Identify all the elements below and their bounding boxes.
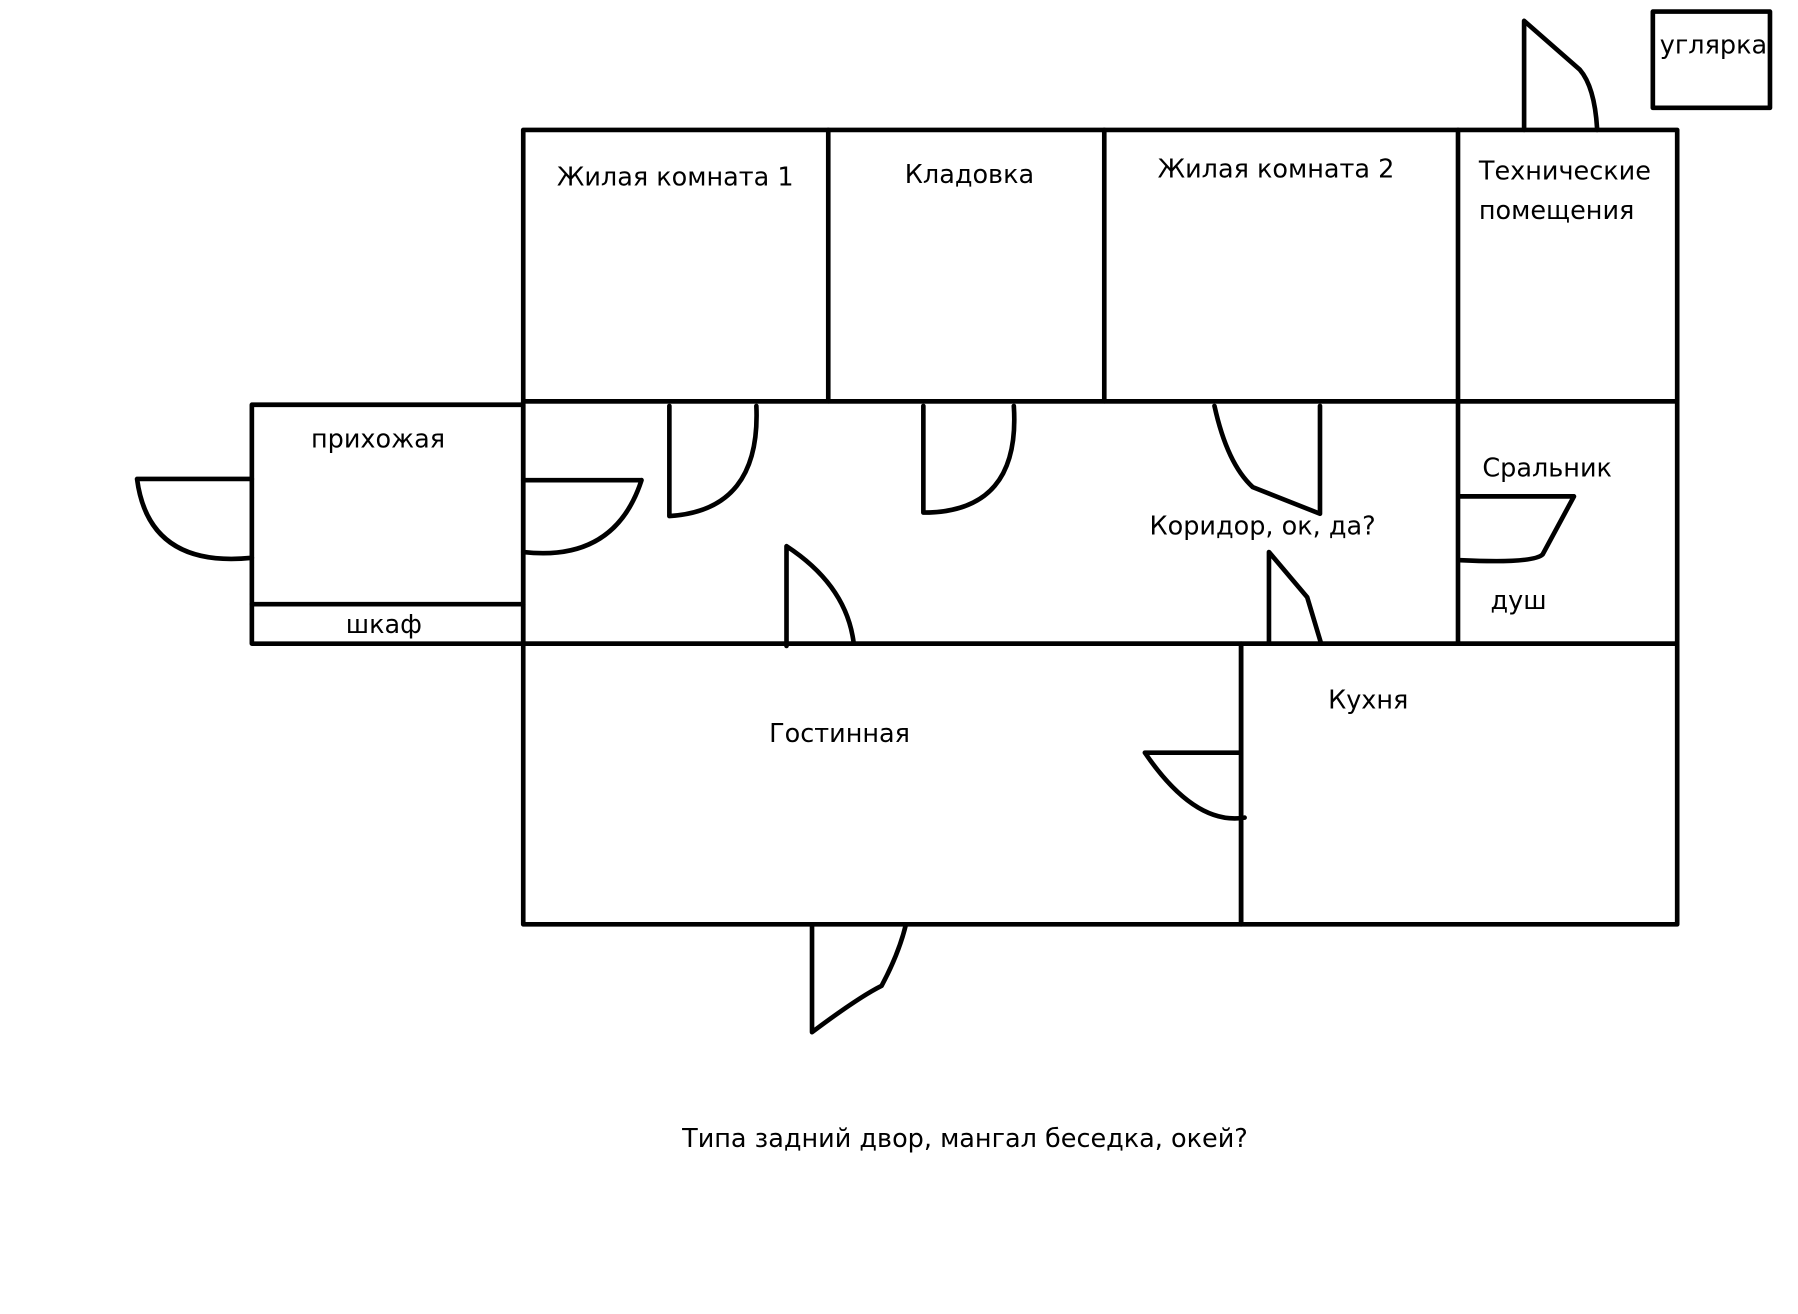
kitchen-corridor-door [1266, 549, 1324, 646]
label-living-room-1: Жилая комната 1 [557, 163, 794, 193]
label-living-room: Гостинная [769, 719, 910, 749]
backyard-door [809, 922, 909, 1035]
hallway-door [520, 477, 644, 556]
label-technical-1: Технические [1478, 157, 1651, 187]
living-room-door [784, 543, 857, 649]
kitchen-outline [1238, 641, 1680, 927]
label-shower: душ [1490, 586, 1546, 616]
hallway-outline [249, 402, 526, 646]
doors [134, 18, 1600, 1035]
room1-door [667, 403, 759, 519]
label-corridor: Коридор, ок, да? [1150, 512, 1376, 542]
label-technical-2: помещения [1479, 196, 1635, 226]
label-toilet: Сральник [1482, 454, 1612, 484]
label-living-room-2: Жилая комната 2 [1158, 154, 1395, 184]
coal-shed-outline [1650, 9, 1773, 111]
label-kitchen: Кухня [1328, 686, 1408, 716]
label-wardrobe: шкаф [346, 610, 422, 640]
label-hallway: прихожая [311, 425, 445, 455]
back-door [1521, 18, 1600, 133]
label-backyard: Типа задний двор, мангал беседка, окей? [681, 1124, 1248, 1154]
entrance-door [134, 476, 255, 562]
label-coal-shed: углярка [1660, 30, 1767, 60]
label-storage: Кладовка [905, 160, 1034, 190]
bathroom-door [1458, 494, 1577, 564]
room-labels: Жилая комната 1 Кладовка Жилая комната 2… [311, 30, 1767, 1154]
walls [249, 9, 1773, 927]
kitchen-door [1142, 750, 1247, 821]
room2-door [1212, 403, 1323, 517]
living-room-outline [520, 641, 1244, 927]
storage-door [921, 403, 1017, 515]
